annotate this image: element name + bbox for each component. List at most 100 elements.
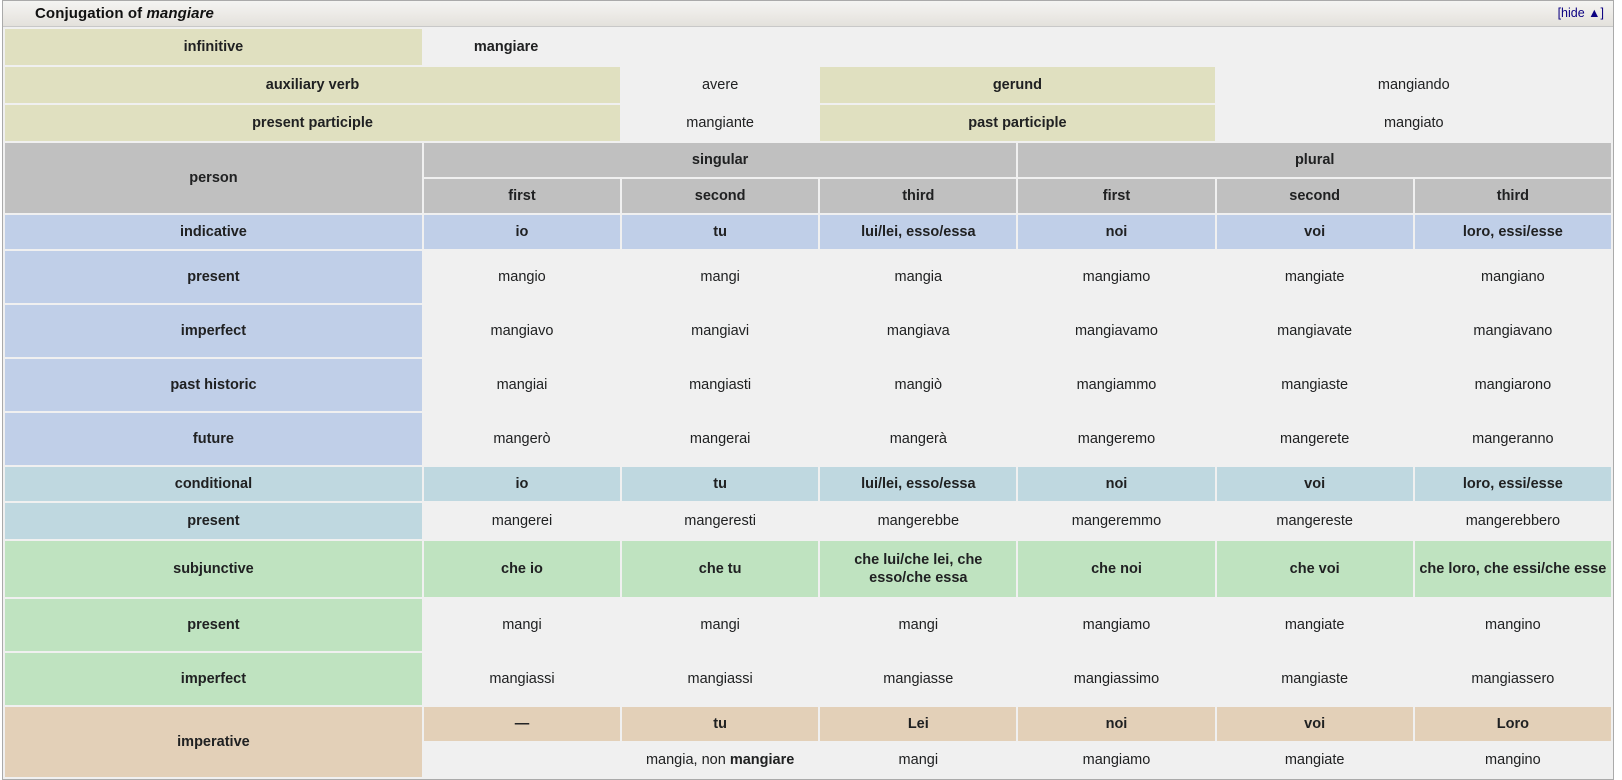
form-indicative-present-5[interactable]: mangiate	[1216, 251, 1413, 303]
form-subjunctive-imperfect-5[interactable]: mangiaste	[1216, 653, 1413, 705]
row-participles: present participle mangiante past partic…	[5, 105, 1611, 141]
subjunctive-pronoun-2: che tu	[622, 541, 819, 597]
form-indicative-imperfect-5[interactable]: mangiavate	[1216, 305, 1413, 357]
row-indicative-present: present mangio mangi mangia mangiamo man…	[5, 251, 1611, 303]
present-participle-label: present participle	[5, 105, 621, 141]
form-indicative-past-historic-6[interactable]: mangiarono	[1414, 359, 1611, 411]
infinitive-label: infinitive	[5, 29, 422, 65]
tense-label-indicative-imperfect: imperfect	[5, 305, 422, 357]
title-prefix: Conjugation of	[35, 5, 147, 22]
form-subjunctive-imperfect-4[interactable]: mangiassimo	[1018, 653, 1215, 705]
form-indicative-imperfect-3[interactable]: mangiava	[820, 305, 1017, 357]
conditional-pronoun-5: voi	[1216, 467, 1413, 501]
form-indicative-future-5[interactable]: mangerete	[1216, 413, 1413, 465]
form-imperative-3[interactable]: mangi	[820, 743, 1017, 777]
form-indicative-imperfect-6[interactable]: mangiavano	[1414, 305, 1611, 357]
tense-label-indicative-present: present	[5, 251, 422, 303]
form-conditional-present-1[interactable]: mangerei	[423, 503, 621, 539]
mood-label-subjunctive: subjunctive	[5, 541, 422, 597]
form-imperative-6[interactable]: mangino	[1414, 743, 1611, 777]
row-indicative-pronouns: indicative io tu lui/lei, esso/essa noi …	[5, 215, 1611, 249]
indicative-pronoun-6: loro, essi/esse	[1414, 215, 1611, 249]
gerund-value[interactable]: mangiando	[1216, 67, 1611, 103]
form-conditional-present-5[interactable]: mangereste	[1216, 503, 1413, 539]
row-auxiliary-gerund: auxiliary verb avere gerund mangiando	[5, 67, 1611, 103]
form-subjunctive-present-3[interactable]: mangi	[820, 599, 1017, 651]
form-indicative-past-historic-5[interactable]: mangiaste	[1216, 359, 1413, 411]
form-indicative-future-6[interactable]: mangeranno	[1414, 413, 1611, 465]
form-imperative-4[interactable]: mangiamo	[1018, 743, 1215, 777]
form-indicative-present-2[interactable]: mangi	[622, 251, 819, 303]
form-conditional-present-6[interactable]: mangerebbero	[1414, 503, 1611, 539]
form-indicative-present-3[interactable]: mangia	[820, 251, 1017, 303]
form-indicative-future-1[interactable]: mangerò	[423, 413, 621, 465]
subjunctive-pronoun-5: che voi	[1216, 541, 1413, 597]
imperative-pronoun-6: Loro	[1414, 707, 1611, 741]
past-participle-value[interactable]: mangiato	[1216, 105, 1611, 141]
form-subjunctive-imperfect-1[interactable]: mangiassi	[423, 653, 621, 705]
imperative-negation-particle: , non	[693, 751, 730, 768]
row-subjunctive-imperfect: imperfect mangiassi mangiassi mangiasse …	[5, 653, 1611, 705]
tense-label-subjunctive-imperfect: imperfect	[5, 653, 422, 705]
conjugation-table: infinitive mangiare auxiliary verb avere…	[3, 27, 1613, 779]
form-indicative-present-1[interactable]: mangio	[423, 251, 621, 303]
row-conditional-pronouns: conditional io tu lui/lei, esso/essa noi…	[5, 467, 1611, 501]
form-subjunctive-present-1[interactable]: mangi	[423, 599, 621, 651]
tense-label-subjunctive-present: present	[5, 599, 422, 651]
form-indicative-past-historic-2[interactable]: mangiasti	[622, 359, 819, 411]
row-subjunctive-present: present mangi mangi mangi mangiamo mangi…	[5, 599, 1611, 651]
form-indicative-past-historic-1[interactable]: mangiai	[423, 359, 621, 411]
form-indicative-past-historic-4[interactable]: mangiammo	[1018, 359, 1215, 411]
form-subjunctive-present-6[interactable]: mangino	[1414, 599, 1611, 651]
infinitive-value: mangiare	[423, 29, 1611, 65]
row-number-header: person singular plural	[5, 143, 1611, 213]
person-sg-first: first	[423, 179, 621, 213]
person-pl-first: first	[1018, 179, 1215, 213]
imperative-pronoun-4: noi	[1018, 707, 1215, 741]
form-indicative-future-2[interactable]: mangerai	[622, 413, 819, 465]
form-indicative-present-6[interactable]: mangiano	[1414, 251, 1611, 303]
person-pl-third: third	[1414, 179, 1611, 213]
row-indicative-future: future mangerò mangerai mangerà mangerem…	[5, 413, 1611, 465]
form-subjunctive-imperfect-2[interactable]: mangiassi	[622, 653, 819, 705]
form-subjunctive-imperfect-6[interactable]: mangiassero	[1414, 653, 1611, 705]
conditional-pronoun-6: loro, essi/esse	[1414, 467, 1611, 501]
form-subjunctive-present-5[interactable]: mangiate	[1216, 599, 1413, 651]
form-indicative-imperfect-2[interactable]: mangiavi	[622, 305, 819, 357]
row-conditional-present: present mangerei mangeresti mangerebbe m…	[5, 503, 1611, 539]
mood-label-indicative: indicative	[5, 215, 422, 249]
form-indicative-future-3[interactable]: mangerà	[820, 413, 1017, 465]
imperative-affirmative[interactable]: mangia	[645, 751, 694, 768]
form-imperative-2[interactable]: mangia, non mangiare	[622, 743, 819, 777]
form-indicative-present-4[interactable]: mangiamo	[1018, 251, 1215, 303]
row-person-header: first second third first second third	[5, 179, 1611, 213]
imperative-pronoun-1: —	[423, 707, 621, 741]
form-indicative-imperfect-1[interactable]: mangiavo	[423, 305, 621, 357]
hide-toggle-link[interactable]: [hide ▲]	[1557, 6, 1604, 20]
form-conditional-present-4[interactable]: mangeremmo	[1018, 503, 1215, 539]
form-indicative-future-4[interactable]: mangeremo	[1018, 413, 1215, 465]
form-subjunctive-imperfect-3[interactable]: mangiasse	[820, 653, 1017, 705]
form-subjunctive-present-4[interactable]: mangiamo	[1018, 599, 1215, 651]
imperative-negative-form[interactable]: mangiare	[729, 751, 795, 768]
form-conditional-present-2[interactable]: mangeresti	[622, 503, 819, 539]
row-infinitive: infinitive mangiare	[5, 29, 1611, 65]
person-sg-third: third	[820, 179, 1017, 213]
form-indicative-imperfect-4[interactable]: mangiavamo	[1018, 305, 1215, 357]
tense-label-conditional-present: present	[5, 503, 422, 539]
plural-label: plural	[1018, 143, 1611, 177]
auxiliary-value[interactable]: avere	[622, 67, 819, 103]
row-indicative-past-historic: past historic mangiai mangiasti mangiò m…	[5, 359, 1611, 411]
conditional-pronoun-1: io	[423, 467, 621, 501]
form-imperative-5[interactable]: mangiate	[1216, 743, 1413, 777]
mood-label-imperative: imperative	[5, 707, 422, 777]
present-participle-value[interactable]: mangiante	[622, 105, 819, 141]
past-participle-label: past participle	[820, 105, 1215, 141]
person-sg-second: second	[622, 179, 819, 213]
form-indicative-past-historic-3[interactable]: mangiò	[820, 359, 1017, 411]
form-conditional-present-3[interactable]: mangerebbe	[820, 503, 1017, 539]
row-subjunctive-pronouns: subjunctive che io che tu che lui/che le…	[5, 541, 1611, 597]
subjunctive-pronoun-3: che lui/che lei, che esso/che essa	[820, 541, 1017, 597]
form-subjunctive-present-2[interactable]: mangi	[622, 599, 819, 651]
singular-label: singular	[423, 143, 1017, 177]
